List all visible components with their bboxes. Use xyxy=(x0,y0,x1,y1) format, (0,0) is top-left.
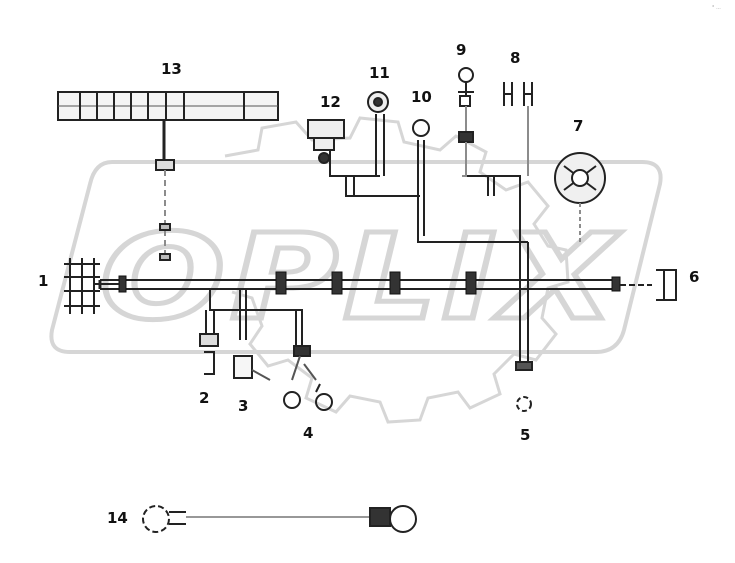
watermark-gear xyxy=(224,116,570,424)
callout-5: 5 xyxy=(520,426,530,444)
corner-mark: ° ... xyxy=(712,5,721,11)
trunk-clip xyxy=(611,276,621,292)
trunk-clip xyxy=(389,271,401,295)
callout-14: 14 xyxy=(107,509,128,527)
connector-block-icon xyxy=(64,258,120,314)
fuse-box-icon xyxy=(57,91,279,261)
watermark: OPLIX xyxy=(49,116,663,424)
main-trunk-wire xyxy=(100,279,618,290)
callout-7: 7 xyxy=(573,117,583,135)
ground-cable-icon xyxy=(142,505,417,533)
callout-13: 13 xyxy=(161,60,182,78)
trunk-clip xyxy=(331,271,343,295)
callout-10: 10 xyxy=(411,88,432,106)
socket-icon xyxy=(233,355,271,381)
callout-2: 2 xyxy=(199,389,209,407)
relay-icon xyxy=(307,119,345,164)
plug-icon xyxy=(199,333,219,375)
round-lamp-icon xyxy=(554,152,606,204)
callout-9: 9 xyxy=(456,41,466,59)
ring-terminal-icon xyxy=(515,361,533,412)
ring-connector-icon xyxy=(412,119,430,137)
callout-6: 6 xyxy=(689,268,699,286)
watermark-frame xyxy=(49,160,663,354)
callouts: 1 2 3 4 5 6 7 8 9 10 11 12 13 14 xyxy=(38,41,699,527)
lower-branch-wires xyxy=(205,289,303,346)
sensor-pair-icon xyxy=(283,345,333,411)
callout-12: 12 xyxy=(320,93,341,111)
trunk-clip xyxy=(118,275,127,293)
trunk-clip xyxy=(275,271,287,295)
trunk-clip xyxy=(465,271,477,295)
trunk-clips xyxy=(118,271,621,295)
callout-8: 8 xyxy=(510,49,520,67)
round-sensor-icon xyxy=(367,91,389,113)
callout-11: 11 xyxy=(369,64,390,82)
watermark-text: OPLIX xyxy=(100,208,621,346)
callout-1: 1 xyxy=(38,272,48,290)
switch-icon xyxy=(458,67,474,177)
upper-branch-wires xyxy=(329,114,529,362)
terminal-pins-icon xyxy=(503,82,533,176)
callout-4: 4 xyxy=(303,424,313,442)
callout-3: 3 xyxy=(238,397,248,415)
end-plug-icon xyxy=(620,269,677,301)
